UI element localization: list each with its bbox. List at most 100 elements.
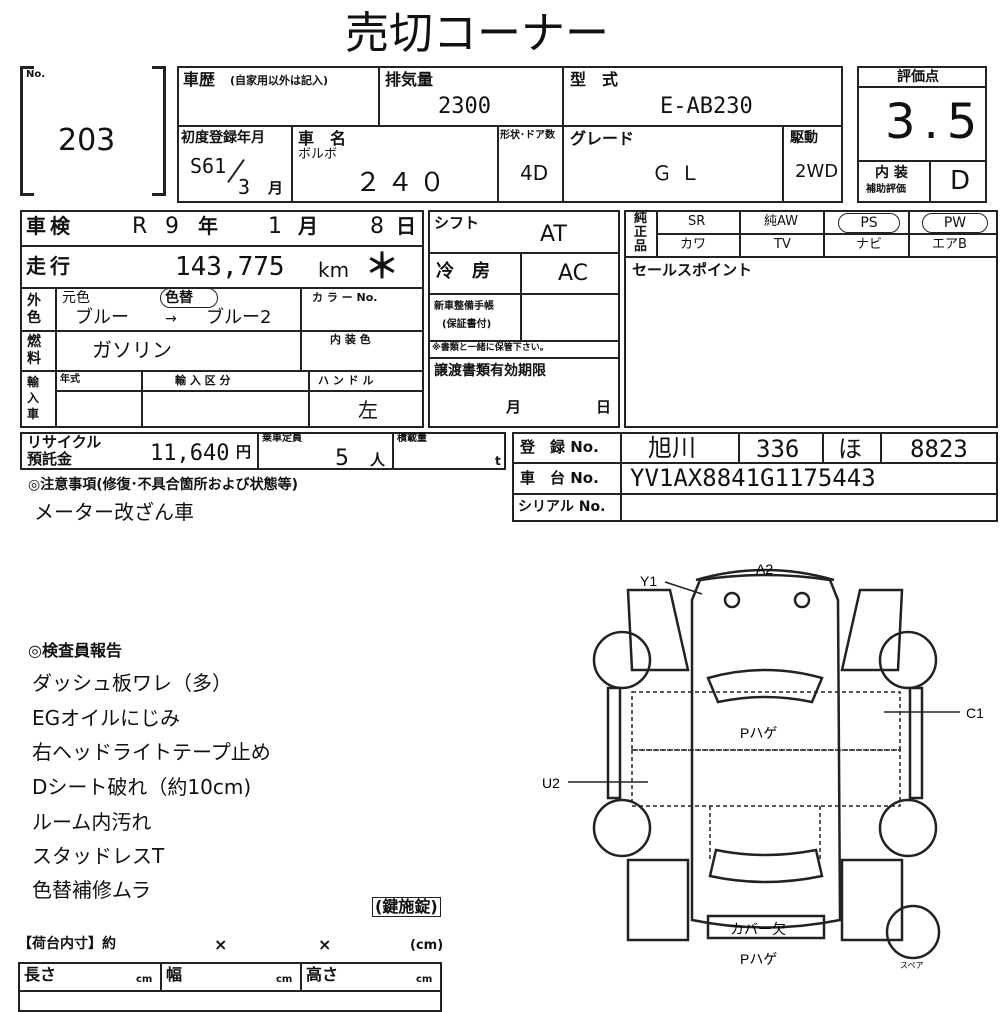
first-reg-label: 初度登録年月 (181, 130, 265, 146)
wheel-left-rear (592, 630, 652, 690)
recycle-grid (20, 432, 506, 470)
equipment-pw: PW (922, 213, 988, 233)
shift-value: AT (540, 222, 567, 247)
recycle-value: 11,640 (150, 441, 230, 466)
wheel-right-front (878, 798, 938, 858)
door-panels-dashed (631, 691, 901, 751)
equipment-alloy-wheel: 純AW (764, 214, 799, 229)
inspection-month-unit: 月 (298, 214, 318, 238)
inspector-item: Dシート破れ（約10cm) (32, 775, 252, 799)
left-front-panel (626, 858, 690, 942)
color-label: 外色 (27, 293, 41, 326)
wheel-right-rear (878, 630, 938, 690)
aircon-label: 冷 房 (436, 261, 490, 282)
inspector-item: ダッシュ板ワレ（多） (32, 671, 232, 695)
equipment-airbag: エアB (932, 237, 967, 252)
aircon-value: AC (558, 261, 589, 286)
lot-no-label: No. (26, 69, 46, 80)
inspection-year: 9 (165, 214, 179, 239)
history-note: (自家用以外は記入) (230, 74, 329, 87)
first-reg-era: S61 (190, 154, 227, 178)
lot-number: 203 (58, 123, 116, 158)
grade-label: グレード (570, 129, 635, 148)
front-grille (706, 914, 826, 940)
registration-number: 8823 (910, 435, 968, 463)
cargo-times-2: × (318, 935, 332, 954)
right-door-bar (908, 686, 924, 800)
history-label: 車歴 (183, 70, 216, 89)
shift-label: シフト (434, 214, 480, 232)
capacity-label: 乗車定員 (262, 433, 302, 444)
interior-color-label: 内 装 色 (330, 333, 371, 346)
cargo-grid (18, 962, 442, 1012)
load-label: 積載量 (397, 433, 427, 444)
repaint-mark (160, 288, 218, 308)
transfer-label: 譲渡書類有効期限 (434, 363, 546, 379)
notes-label: ◎注意事項(修復･不具合箇所および状態等) (28, 477, 299, 493)
left-door-bar (606, 686, 622, 800)
car-damage-diagram: A2 Y1 C1 U2 Pハゲ カバー欠 Pハゲ スペア (542, 561, 984, 970)
left-details-grid (20, 210, 424, 428)
registration-area: 旭川 (648, 434, 696, 462)
original-color-label: 元色 (62, 290, 90, 306)
vehicle-info-grid (177, 66, 843, 203)
cargo-unit: (cm) (410, 938, 444, 953)
first-reg-month-unit: 月 (268, 179, 284, 197)
color-from: ブルー (75, 307, 129, 328)
import-label: 輸入車 (27, 375, 40, 421)
equipment-ps: PS (838, 213, 900, 233)
model-code-value: E-AB230 (660, 94, 753, 119)
inspection-month: 1 (268, 214, 282, 239)
serial-label: シリアル No. (518, 499, 606, 515)
equipment-grid (624, 210, 998, 428)
label-y1: Y1 (640, 573, 657, 589)
transfer-day-unit: 日 (596, 398, 612, 416)
equipment-sr: SR (688, 214, 706, 229)
cargo-length-label: 長さ (24, 965, 57, 984)
inspector-item: 色替補修ムラ (32, 878, 151, 902)
rear-bumper (695, 568, 835, 582)
repaint-label: 色替 (165, 290, 193, 306)
inspection-day: 8 (370, 214, 384, 239)
car-name-value: ２４０ (355, 168, 452, 198)
label-rear-paint: Pハゲ (740, 951, 777, 967)
fuel-label: 燃料 (27, 334, 41, 367)
manual-sublabel: (保証書付) (442, 319, 492, 330)
key-note: (鍵施錠) (372, 897, 441, 917)
mileage-label: 走行 (26, 254, 74, 278)
registration-kana: ほ (838, 435, 862, 463)
manual-label: 新車整備手帳 (434, 301, 494, 312)
label-a2: A2 (756, 561, 773, 577)
capacity-value: 5 (335, 446, 349, 471)
label-roof-paint: Pハゲ (740, 725, 777, 741)
registration-class: 336 (756, 435, 800, 463)
car-maker: ボルボ (298, 147, 338, 162)
grade-score-label: 評価点 (897, 69, 939, 85)
tail-light-left (723, 591, 741, 609)
cargo-height-label: 高さ (306, 965, 339, 984)
cargo-times-1: × (214, 935, 228, 954)
body-label: 形状･ドア数 (500, 130, 555, 141)
car-body-outline (690, 573, 842, 929)
chassis-label: 車 台 No. (520, 469, 599, 487)
inspection-year-unit: 年 (198, 214, 218, 238)
manual-note: ※書類と一緒に保管下さい。 (432, 343, 549, 353)
inspection-era: R (132, 214, 148, 239)
drive-label: 駆動 (790, 130, 818, 146)
inspector-item: ルーム内汚れ (32, 810, 152, 834)
model-code-label: 型 式 (570, 70, 619, 89)
label-u2: U2 (542, 775, 560, 791)
grade-value: ＧＬ (652, 161, 708, 185)
interior-score-value: D (950, 166, 971, 196)
y1-leader (664, 581, 703, 595)
right-front-panel (840, 858, 904, 942)
interior-score-sublabel: 補助評価 (866, 184, 906, 195)
left-side-panel (626, 588, 690, 672)
registration-grid (512, 432, 998, 522)
wheel-left-front (592, 798, 652, 858)
notes-text: メーター改ざん車 (34, 500, 194, 524)
recycle-label: リサイクル (27, 433, 102, 451)
color-no-label: カ ラ ー No. (312, 291, 378, 304)
cargo-label: 【荷台内寸】約 (18, 936, 116, 952)
label-c1: C1 (966, 705, 984, 721)
